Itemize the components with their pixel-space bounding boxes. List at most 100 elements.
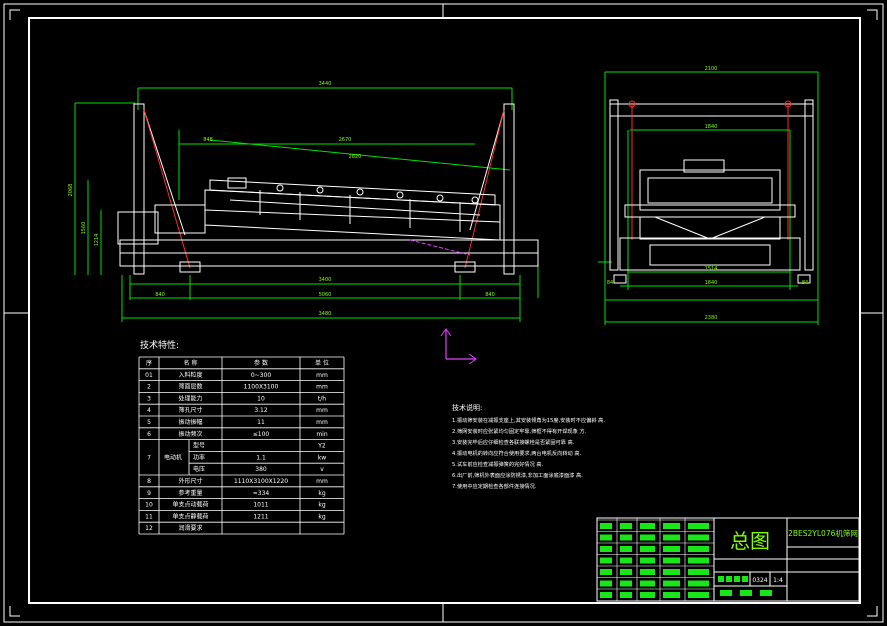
title-block: 总图 2BES2YL076机筛网 0324 1:4 — [596, 517, 860, 602]
spec-row-unit: mm — [316, 372, 328, 379]
spec-row-name: 单支点静载荷 — [172, 512, 208, 520]
spec-row-name: 振动振幅 — [178, 418, 202, 426]
title-block-cell — [620, 523, 632, 529]
title-block-cell — [663, 569, 680, 575]
spec-row-name: 筛面层数 — [178, 383, 202, 391]
spec-row-no: 3 — [147, 395, 151, 402]
note-line: 7.使用中应定期检查各部件连接情况. — [452, 482, 537, 490]
title-block-cell — [600, 546, 612, 552]
spec-row-unit: mm — [316, 419, 328, 426]
spec-row-no: 10 — [145, 502, 153, 509]
coordinate-axis-icon — [440, 328, 477, 365]
spec-row-unit: Y2 — [317, 443, 326, 450]
title-block-cell — [640, 534, 655, 541]
dim-front-bottom: 3400 — [319, 277, 332, 283]
dim-front-base: 5060 — [319, 292, 332, 298]
spec-row-value: ≤100 — [253, 431, 270, 438]
spec-row-no: 4 — [147, 407, 151, 414]
note-line: 6.出厂前,筛机外表面应涂防锈漆,非加工面涂底漆面漆 高. — [452, 471, 583, 479]
spec-row-value: 3.12 — [254, 407, 268, 414]
dim-side-overall: 2380 — [705, 315, 718, 321]
title-block-cell — [640, 546, 655, 552]
title-block-cell — [620, 592, 632, 598]
spec-row-no: 01 — [145, 372, 153, 379]
spec-row-no: 11 — [145, 513, 153, 520]
spec-row-value: 1211 — [253, 513, 268, 520]
spec-row-no: 12 — [145, 525, 153, 532]
spec-row-name: 润滑要求 — [178, 524, 202, 532]
title-block-cell — [620, 534, 632, 541]
dim-side-mid: 1840 — [705, 124, 718, 130]
front-view: 3440 2670 2820 848 2068 1560 1214 3400 5… — [68, 81, 539, 322]
title-block-cell — [663, 580, 680, 587]
dim-front-slope: 2820 — [349, 154, 362, 160]
title-block-scale: 1:4 — [773, 577, 783, 584]
spec-row-name: 参考重量 — [178, 489, 202, 497]
title-block-cell — [688, 569, 709, 575]
dim-front-b-left: 840 — [155, 292, 165, 298]
title-block-cell — [640, 580, 655, 587]
title-block-cell — [600, 523, 612, 529]
title-block-cell — [640, 557, 655, 564]
dim-front-mid: 2670 — [339, 137, 352, 143]
title-block-cell — [620, 569, 632, 575]
title-block-cell — [640, 569, 655, 575]
spec-row-value: ≈334 — [253, 490, 270, 497]
spec-row-name: 外形尺寸 — [178, 477, 202, 485]
title-block-cell — [688, 592, 709, 598]
dim-side-small-r: 84 — [802, 280, 808, 286]
title-block-cell — [620, 557, 632, 564]
title-block-cell — [688, 580, 709, 587]
spec-row-value: 1100X3100 — [244, 384, 279, 391]
dim-front-top: 3440 — [319, 81, 332, 87]
title-block-cell — [760, 590, 772, 596]
title-block-cell — [720, 590, 732, 596]
title-block-cell — [620, 546, 632, 552]
title-block-cell — [600, 580, 612, 587]
title-block-cell — [734, 576, 740, 582]
spec-col-header: 名 称 — [184, 359, 198, 367]
spec-row-value: 1011 — [253, 502, 268, 509]
dim-front-overall: 3480 — [319, 311, 332, 317]
spec-row-value: 0~300 — [251, 372, 271, 379]
spec-col-header: 参 数 — [254, 359, 268, 367]
spec-sub-name: 功率 — [193, 453, 205, 461]
spec-row-name: 振动频次 — [178, 430, 202, 438]
spec-row-unit: kw — [318, 454, 326, 461]
spec-row-value: 11 — [257, 419, 265, 426]
title-block-sheet: 0324 — [752, 577, 767, 584]
title-block-cell — [663, 523, 680, 529]
dim-side-top: 2100 — [705, 66, 718, 72]
title-block-cell — [663, 592, 680, 598]
title-block-cell — [688, 546, 709, 552]
title-block-cell — [688, 557, 709, 564]
title-block-cell — [663, 534, 680, 541]
spec-row-unit: kg — [318, 490, 325, 497]
title-block-cell — [600, 534, 612, 541]
spec-row-no: 5 — [147, 419, 151, 426]
title-block-title: 总图 — [730, 529, 770, 553]
spec-row-name: 筛孔尺寸 — [178, 406, 202, 414]
spec-row-unit: mm — [316, 478, 328, 485]
spec-row-no: 8 — [147, 478, 151, 485]
title-block-cell — [742, 576, 748, 582]
spec-heading: 技术特性: — [140, 339, 179, 351]
note-line: 4.振动电机的转向应符合使用要求,两台电机反向转动 高. — [452, 449, 582, 457]
title-block-cell — [726, 576, 732, 582]
title-block-cell — [620, 580, 632, 587]
title-block-grid — [596, 518, 772, 601]
spec-row-unit: v — [320, 466, 324, 473]
notes-heading: 技术说明: — [452, 403, 482, 412]
note-line: 1.振动筛安装在减振支座上,其安装倾角为15度,安装时不应偏斜 高. — [452, 416, 605, 424]
title-block-cell — [640, 523, 655, 529]
spec-row-no: 2 — [147, 384, 151, 391]
spec-row-unit: mm — [316, 384, 328, 391]
title-block-cell — [718, 576, 724, 582]
dim-front-h3: 1214 — [94, 234, 100, 247]
spec-col-header: 单 位 — [315, 359, 329, 367]
spec-row-value: 380 — [255, 466, 267, 473]
spec-row-name: 单支点动载荷 — [172, 501, 208, 509]
spec-row-no: 9 — [147, 490, 151, 497]
dim-front-b-right: 840 — [485, 292, 495, 298]
